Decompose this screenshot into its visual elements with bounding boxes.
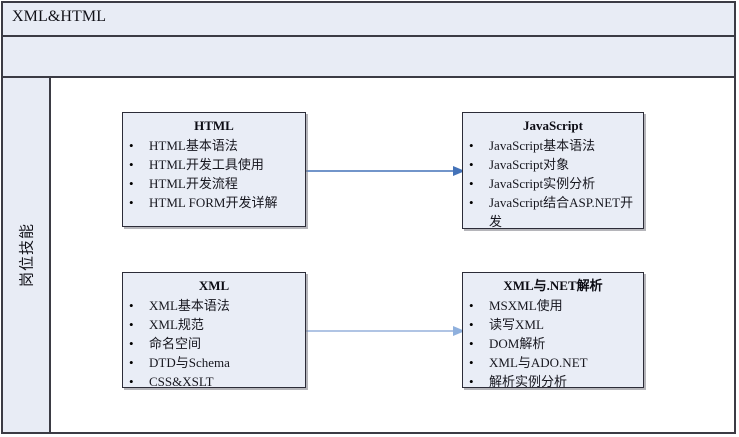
box-html-title: HTML <box>194 118 234 133</box>
list-item: • JavaScript基本语法 <box>463 136 643 155</box>
list-item: • HTML基本语法 <box>123 136 305 155</box>
bullet-icon: • <box>469 317 474 332</box>
list-item-label: JavaScript基本语法 <box>489 138 596 153</box>
box-xml-net-list: • MSXML使用 • 读写XML • DOM解析 • XML与ADO.NET <box>463 296 643 391</box>
list-item: • HTML开发流程 <box>123 174 305 193</box>
list-item-label: HTML开发流程 <box>149 176 238 191</box>
connector-xml-to-xml-net <box>301 326 465 336</box>
page-title: XML&HTML <box>12 8 107 25</box>
list-item-label: HTML开发工具使用 <box>149 157 264 172</box>
list-item-label: XML规范 <box>149 317 204 332</box>
bullet-icon: • <box>129 157 134 172</box>
bullet-icon: • <box>469 176 474 191</box>
bullet-icon: • <box>469 298 474 313</box>
list-item: • MSXML使用 <box>463 296 643 315</box>
list-item-label: MSXML使用 <box>489 298 563 313</box>
list-item-label: DTD与Schema <box>149 355 230 370</box>
sidebar-vertical-label: 岗位技能 <box>19 222 36 288</box>
list-item: • HTML开发工具使用 <box>123 155 305 174</box>
list-item: • DOM解析 <box>463 334 643 353</box>
list-item: • 解析实例分析 <box>463 372 643 391</box>
connector-html-to-javascript <box>301 166 465 176</box>
bullet-icon: • <box>129 176 134 191</box>
bullet-icon: • <box>129 355 134 370</box>
list-item: • JavaScript结合ASP.NET开发 <box>463 193 643 231</box>
box-xml-title: XML <box>198 278 230 293</box>
bullet-icon: • <box>129 298 134 313</box>
list-item: • JavaScript对象 <box>463 155 643 174</box>
box-javascript-title: JavaScript <box>523 118 583 133</box>
list-item: • JavaScript实例分析 <box>463 174 643 193</box>
box-xml[interactable]: XML • XML基本语法 • XML规范 • 命名空间 • <box>122 272 306 391</box>
bullet-icon: • <box>469 355 474 370</box>
list-item-label: 命名空间 <box>149 336 202 351</box>
sidebar-category-column: 岗位技能 <box>3 78 51 432</box>
bullet-icon: • <box>469 157 474 172</box>
bullet-icon: • <box>129 138 134 153</box>
list-item-label: 解析实例分析 <box>489 374 568 389</box>
list-item: • 命名空间 <box>123 334 305 353</box>
list-item: • 读写XML <box>463 315 643 334</box>
list-item-label: HTML FORM开发详解 <box>149 195 278 210</box>
bullet-icon: • <box>469 138 474 153</box>
box-xml-net[interactable]: XML与.NET解析 • MSXML使用 • 读写XML • DOM解析 <box>462 272 644 391</box>
title-row: XML&HTML <box>3 3 734 37</box>
list-item-label: JavaScript实例分析 <box>489 176 596 191</box>
bullet-icon: • <box>469 374 474 389</box>
box-html-list: • HTML基本语法 • HTML开发工具使用 • HTML开发流程 • HTM… <box>123 136 305 212</box>
list-item: • CSS&XSLT <box>123 372 305 391</box>
box-xml-list: • XML基本语法 • XML规范 • 命名空间 • DTD与Schema <box>123 296 305 391</box>
bullet-icon: • <box>129 195 134 210</box>
list-item-label: HTML基本语法 <box>149 138 238 153</box>
bullet-icon: • <box>129 317 134 332</box>
box-javascript-list: • JavaScript基本语法 • JavaScript对象 • JavaSc… <box>463 136 643 231</box>
bullet-icon: • <box>469 336 474 351</box>
bullet-icon: • <box>129 336 134 351</box>
box-html[interactable]: HTML • HTML基本语法 • HTML开发工具使用 • HTML开发流程 <box>122 112 306 227</box>
list-item: • XML基本语法 <box>123 296 305 315</box>
list-item-label: XML基本语法 <box>149 298 230 313</box>
list-item: • HTML FORM开发详解 <box>123 193 305 212</box>
bullet-icon: • <box>129 374 134 389</box>
list-item: • XML规范 <box>123 315 305 334</box>
list-item: • DTD与Schema <box>123 353 305 372</box>
list-item-label: XML与ADO.NET <box>489 355 588 370</box>
bullet-icon: • <box>469 195 474 210</box>
list-item-label: CSS&XSLT <box>149 374 214 389</box>
list-item: • XML与ADO.NET <box>463 353 643 372</box>
list-item-label: JavaScript结合ASP.NET开发 <box>489 195 634 229</box>
box-xml-net-title: XML与.NET解析 <box>503 278 603 293</box>
diagram-canvas: HTML • HTML基本语法 • HTML开发工具使用 • HTML开发流程 <box>51 78 734 432</box>
list-item-label: DOM解析 <box>489 336 546 351</box>
list-item-label: JavaScript对象 <box>489 157 570 172</box>
box-javascript[interactable]: JavaScript • JavaScript基本语法 • JavaScript… <box>462 112 644 229</box>
list-item-label: 读写XML <box>489 317 544 332</box>
header-band-row <box>3 37 734 78</box>
